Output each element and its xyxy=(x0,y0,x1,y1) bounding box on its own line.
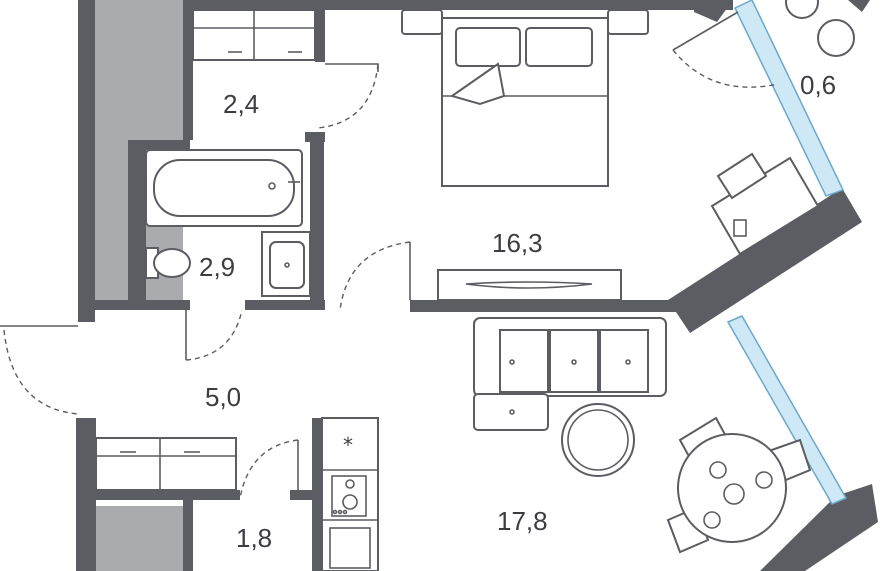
toilet-icon xyxy=(145,247,191,279)
desk-icon xyxy=(710,152,820,256)
area-label: 16,3 xyxy=(492,228,543,258)
door-leaf-storage xyxy=(325,63,379,72)
kitchen-symbol: * xyxy=(343,433,353,457)
door-swing-bathroom xyxy=(185,309,243,361)
window-bedroom xyxy=(733,0,845,197)
area-label: 2,9 xyxy=(199,252,235,282)
walls xyxy=(76,0,878,571)
door-swing-balcony xyxy=(672,49,779,88)
dining-table-icon xyxy=(666,416,812,554)
stove-icon xyxy=(332,479,358,515)
entrance-door-swing xyxy=(3,329,79,415)
door-leaf-balcony xyxy=(672,11,739,51)
area-label: 2,4 xyxy=(223,89,259,119)
round-table-icon xyxy=(817,19,855,57)
wardrobe-icon xyxy=(192,9,316,61)
sofa-icon xyxy=(473,317,667,431)
round-table-rim xyxy=(567,409,629,471)
door-swing-bedroom xyxy=(339,241,411,311)
door-swing-storage xyxy=(317,63,379,129)
sink-icon xyxy=(261,231,311,297)
area-label: 5,0 xyxy=(205,382,241,412)
area-label: 1,8 xyxy=(236,523,272,553)
bed-icon xyxy=(401,9,649,187)
round-table-icon xyxy=(561,403,635,477)
ventilation-shaft-bottom xyxy=(95,506,183,571)
stool-icon xyxy=(785,0,819,19)
area-label: 17,8 xyxy=(497,506,548,536)
door-swing-storage-bottom xyxy=(239,439,299,499)
bathtub-icon xyxy=(145,149,303,227)
wardrobe-icon xyxy=(95,437,237,491)
tv-stand-icon xyxy=(437,269,622,301)
area-label: 0,6 xyxy=(800,70,836,100)
